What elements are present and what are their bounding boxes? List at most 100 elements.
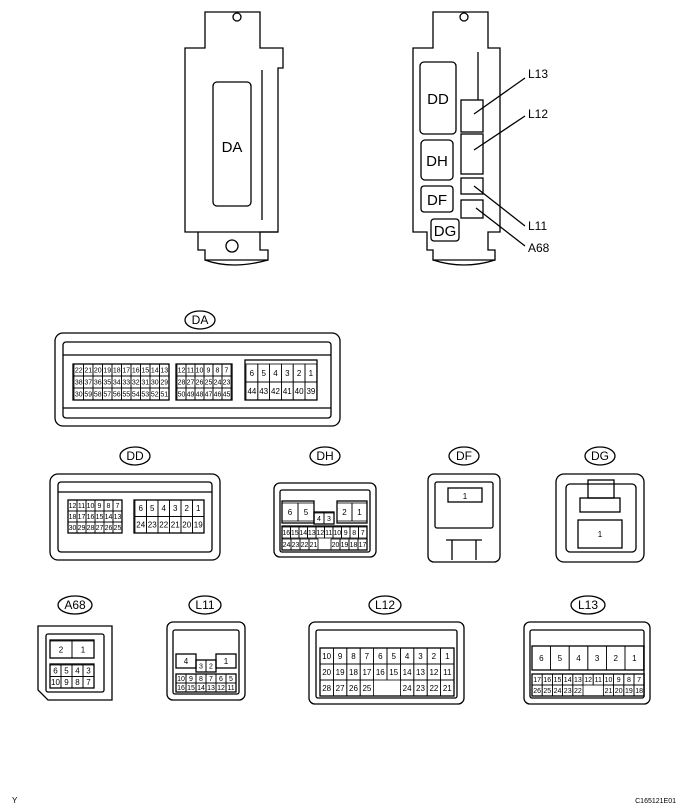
dd-a-pin: 14 <box>105 514 113 521</box>
l12-r2-pin: 20 <box>322 668 331 677</box>
da-a-pin: 33 <box>122 380 130 387</box>
dg-connector-label: DG <box>591 449 609 463</box>
a68-r23-pin: 9 <box>64 678 69 687</box>
dh-r2-pin: 13 <box>308 530 316 537</box>
a68-r23-pin: 6 <box>53 667 58 676</box>
da-b-pin: 50 <box>178 392 186 399</box>
da-c-pin: 44 <box>247 387 256 396</box>
l11-rows-pin: 8 <box>199 676 203 683</box>
da-a-pin: 57 <box>103 392 111 399</box>
dd-b-pin: 2 <box>185 504 190 513</box>
l11-rows-pin: 13 <box>207 685 215 692</box>
dd-a-pin: 13 <box>114 514 122 521</box>
da-a-pin: 36 <box>94 380 102 387</box>
da-b-pin: 46 <box>214 392 222 399</box>
dd-b-pin: 23 <box>148 521 157 530</box>
dh-r3l-pin: 21 <box>310 542 318 549</box>
da-a-pin: 32 <box>132 380 140 387</box>
l13-r1-pin: 3 <box>595 654 600 663</box>
l12-r1-pin: 9 <box>338 652 343 661</box>
df-pin-1: 1 <box>463 492 468 501</box>
da-c-pin: 4 <box>273 369 278 378</box>
l11-top-r-pin: 1 <box>224 657 229 666</box>
junction-block-left <box>184 11 284 266</box>
da-a-pin: 35 <box>103 380 111 387</box>
dg-pin-1: 1 <box>598 530 603 539</box>
l13-r1-cell <box>624 645 645 671</box>
da-b-pin: 12 <box>178 368 186 375</box>
a68-connector-label: A68 <box>64 598 86 612</box>
da-connector-label: DA <box>192 313 209 327</box>
dh-r2-cell <box>358 526 368 539</box>
da-a-pin: 53 <box>141 392 149 399</box>
dd-a-pin: 15 <box>96 514 104 521</box>
da-a-pin: 38 <box>75 380 83 387</box>
l13-r2-pin: 11 <box>595 677 602 684</box>
l12-r3r-pin: 24 <box>403 684 412 693</box>
da-b-pin: 26 <box>196 380 204 387</box>
a68-r23-pin: 4 <box>75 667 80 676</box>
l13-r2-pin: 10 <box>605 677 613 684</box>
l11-rows-pin: 15 <box>187 685 195 692</box>
dh-tl-cell <box>297 502 315 522</box>
l13-r3l-pin: 25 <box>543 688 551 695</box>
da-b-pin: 10 <box>196 368 204 375</box>
dd-a-pin: 27 <box>96 525 104 532</box>
da-c-pin: 6 <box>250 369 255 378</box>
dh-connector-label: DH <box>316 449 333 463</box>
da-c-pin: 40 <box>295 387 304 396</box>
da-a-pin: 19 <box>103 368 111 375</box>
l13-r1-pin: 1 <box>632 654 637 663</box>
da-a-pin: 54 <box>132 392 140 399</box>
dd-a-pin: 10 <box>87 503 95 510</box>
da-a-pin: 29 <box>160 380 168 387</box>
l13-r1-pin: 2 <box>613 654 618 663</box>
dh-tl-pin: 5 <box>304 508 309 517</box>
l12-r2-pin: 13 <box>416 668 425 677</box>
dh-tm-pin: 4 <box>317 516 321 523</box>
dh-r3r-pin: 17 <box>359 542 367 549</box>
l11-rows-cell <box>225 682 237 693</box>
dh-r3r-pin: 20 <box>332 542 340 549</box>
dd-a-pin: 26 <box>105 525 113 532</box>
da-c-pin: 42 <box>271 387 280 396</box>
callout-l13: L13 <box>528 67 548 81</box>
da-b-pin: 48 <box>196 392 204 399</box>
dd-a-pin: 7 <box>116 503 120 510</box>
a68-r1-cell <box>71 640 95 659</box>
da-b-pin: 23 <box>223 380 231 387</box>
l12-r3r-pin: 23 <box>416 684 425 693</box>
da-a-pin: 18 <box>113 368 121 375</box>
l13-r2-pin: 8 <box>627 677 631 684</box>
footer-code: C165121E01 <box>635 798 676 805</box>
dd-b-pin: 1 <box>196 504 201 513</box>
l11-top-r-cell <box>215 653 237 669</box>
da-a-pin: 37 <box>84 380 92 387</box>
dd-a-pin: 8 <box>107 503 111 510</box>
da-b-pin: 49 <box>187 392 195 399</box>
da-a-pin: 17 <box>122 368 130 375</box>
l11-rows-pin: 9 <box>189 676 193 683</box>
da-a-pin: 52 <box>151 392 159 399</box>
l13-r2-pin: 15 <box>554 677 562 684</box>
dh-r2-pin: 16 <box>282 530 290 537</box>
l11-rows-pin: 6 <box>219 676 223 683</box>
top-right-dg-label: DG <box>434 223 457 240</box>
a68-r1-pin: 2 <box>59 645 64 654</box>
l12-r1-pin: 3 <box>418 652 423 661</box>
dd-b-cell <box>192 516 205 534</box>
l11-rows-pin: 16 <box>177 685 185 692</box>
da-b-pin: 24 <box>214 380 222 387</box>
a68-r23-pin: 5 <box>64 667 69 676</box>
l13-r1-pin: 4 <box>576 654 581 663</box>
df-connector-label: DF <box>456 449 472 463</box>
da-b-pin: 47 <box>205 392 213 399</box>
l12-r1-pin: 8 <box>351 652 356 661</box>
l13-r3r-pin: 21 <box>605 688 613 695</box>
dh-r2-pin: 10 <box>333 530 341 537</box>
da-a-pin: 22 <box>75 368 83 375</box>
dd-a-pin: 12 <box>69 503 77 510</box>
l11-rows-pin: 7 <box>209 676 213 683</box>
da-a-pin: 16 <box>132 368 140 375</box>
dh-r2-pin: 7 <box>361 530 365 537</box>
